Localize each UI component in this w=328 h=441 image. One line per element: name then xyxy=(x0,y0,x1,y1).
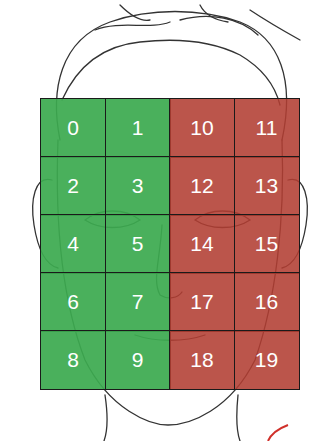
grid-cell: 8 xyxy=(40,330,106,390)
cell-number: 0 xyxy=(67,117,79,138)
cell-number: 18 xyxy=(190,349,213,370)
grid-cell: 11 xyxy=(234,98,300,158)
cell-number: 13 xyxy=(255,175,278,196)
cell-number: 17 xyxy=(190,291,213,312)
cell-number: 11 xyxy=(256,117,278,138)
cell-number: 19 xyxy=(255,349,278,370)
cell-number: 2 xyxy=(67,175,79,196)
grid-cell: 15 xyxy=(234,214,300,274)
cell-number: 5 xyxy=(132,233,144,254)
cell-number: 9 xyxy=(132,349,144,370)
cell-number: 4 xyxy=(67,233,79,254)
grid-cell: 2 xyxy=(40,156,106,216)
grid-cell: 7 xyxy=(105,272,171,332)
grid-cell: 1 xyxy=(105,98,171,158)
cell-number: 10 xyxy=(190,117,213,138)
cell-number: 12 xyxy=(190,175,213,196)
grid-cell: 5 xyxy=(105,214,171,274)
grid-cell: 4 xyxy=(40,214,106,274)
cell-number: 3 xyxy=(132,175,144,196)
cell-number: 14 xyxy=(190,233,213,254)
grid-cell: 14 xyxy=(169,214,235,274)
grid-cell: 12 xyxy=(169,156,235,216)
grid-cell: 0 xyxy=(40,98,106,158)
grid-cell: 18 xyxy=(169,330,235,390)
cell-number: 1 xyxy=(132,117,144,138)
grid-cell: 10 xyxy=(169,98,235,158)
grid-cell: 19 xyxy=(234,330,300,390)
grid-cell: 3 xyxy=(105,156,171,216)
grid-cell: 17 xyxy=(169,272,235,332)
grid-cell: 6 xyxy=(40,272,106,332)
cell-number: 7 xyxy=(132,291,144,312)
grid-cell: 9 xyxy=(105,330,171,390)
cell-number: 8 xyxy=(67,349,79,370)
grid-cell: 16 xyxy=(234,272,300,332)
cell-number: 16 xyxy=(255,291,278,312)
cell-number: 15 xyxy=(255,233,278,254)
cell-number: 6 xyxy=(67,291,79,312)
grid-cell: 13 xyxy=(234,156,300,216)
